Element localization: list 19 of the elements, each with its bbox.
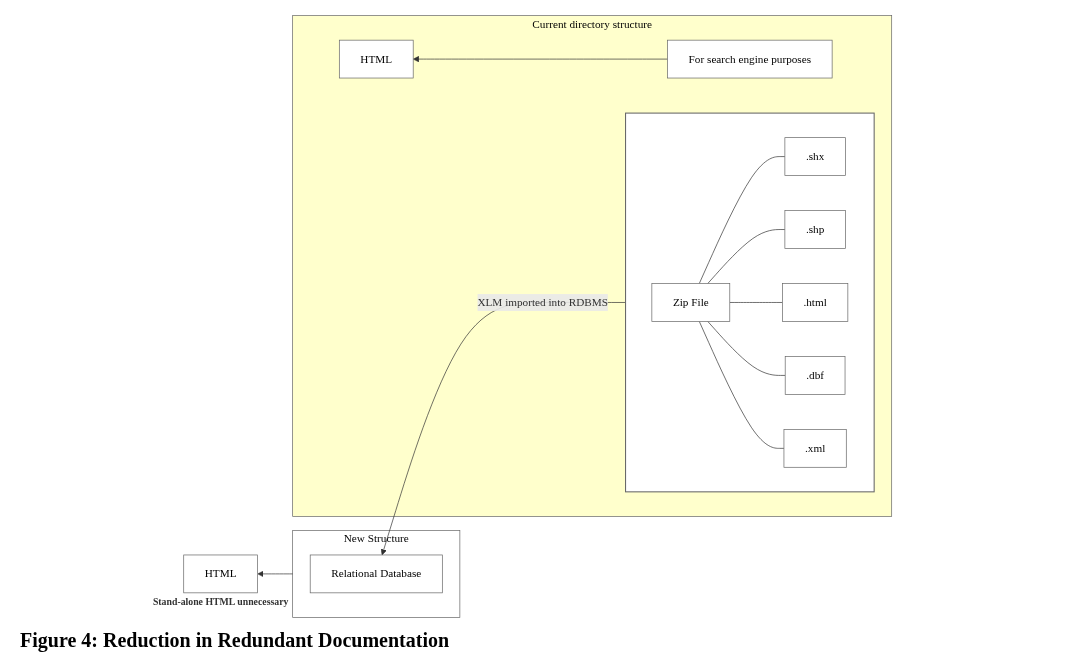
connector: [698, 321, 785, 449]
node-box: .shp: [784, 210, 846, 249]
connector: [729, 302, 783, 303]
connector: [707, 321, 786, 376]
figure-caption: Figure 4: Reduction in Redundant Documentation: [20, 629, 451, 652]
node-box: .shx: [784, 137, 846, 176]
cluster: [624, 112, 875, 493]
node-box: .html: [781, 283, 848, 322]
node-box: .xml: [783, 429, 847, 468]
edge-label: XLM imported into RDBMS: [477, 296, 608, 309]
node-box: Relational Database: [309, 554, 443, 594]
connector: [698, 156, 785, 284]
node-caption: Stand-alone HTML unnecessary: [152, 596, 289, 608]
node-box: .dbf: [784, 356, 846, 395]
node-box: Zip File: [651, 283, 730, 322]
node-box: For search engine purposes: [667, 39, 833, 79]
node-box: HTML: [183, 554, 258, 594]
node-box: HTML: [338, 39, 414, 79]
connector: [707, 229, 785, 284]
